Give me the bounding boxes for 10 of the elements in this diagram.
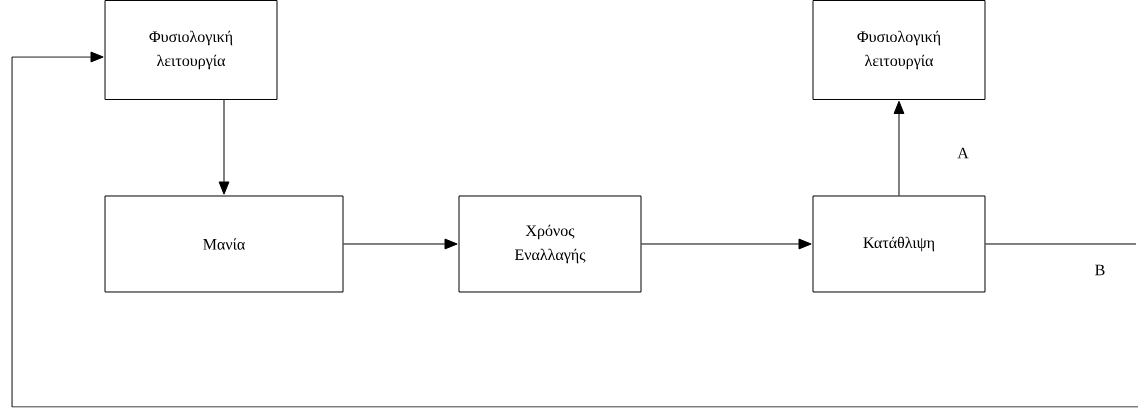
arrow <box>218 99 230 195</box>
arrow <box>641 238 812 250</box>
process-box: Φυσιολογική λειτουργία <box>104 0 278 100</box>
process-box: Κατάθλιψη <box>812 195 986 293</box>
arrow <box>893 100 905 196</box>
process-box: Μανία <box>104 195 344 293</box>
process-box: Χρόνος Εναλλαγής <box>458 195 642 293</box>
arrow <box>343 238 458 250</box>
arrow <box>11 51 1138 408</box>
process-box: Φυσιολογική λειτουργία <box>812 0 986 100</box>
